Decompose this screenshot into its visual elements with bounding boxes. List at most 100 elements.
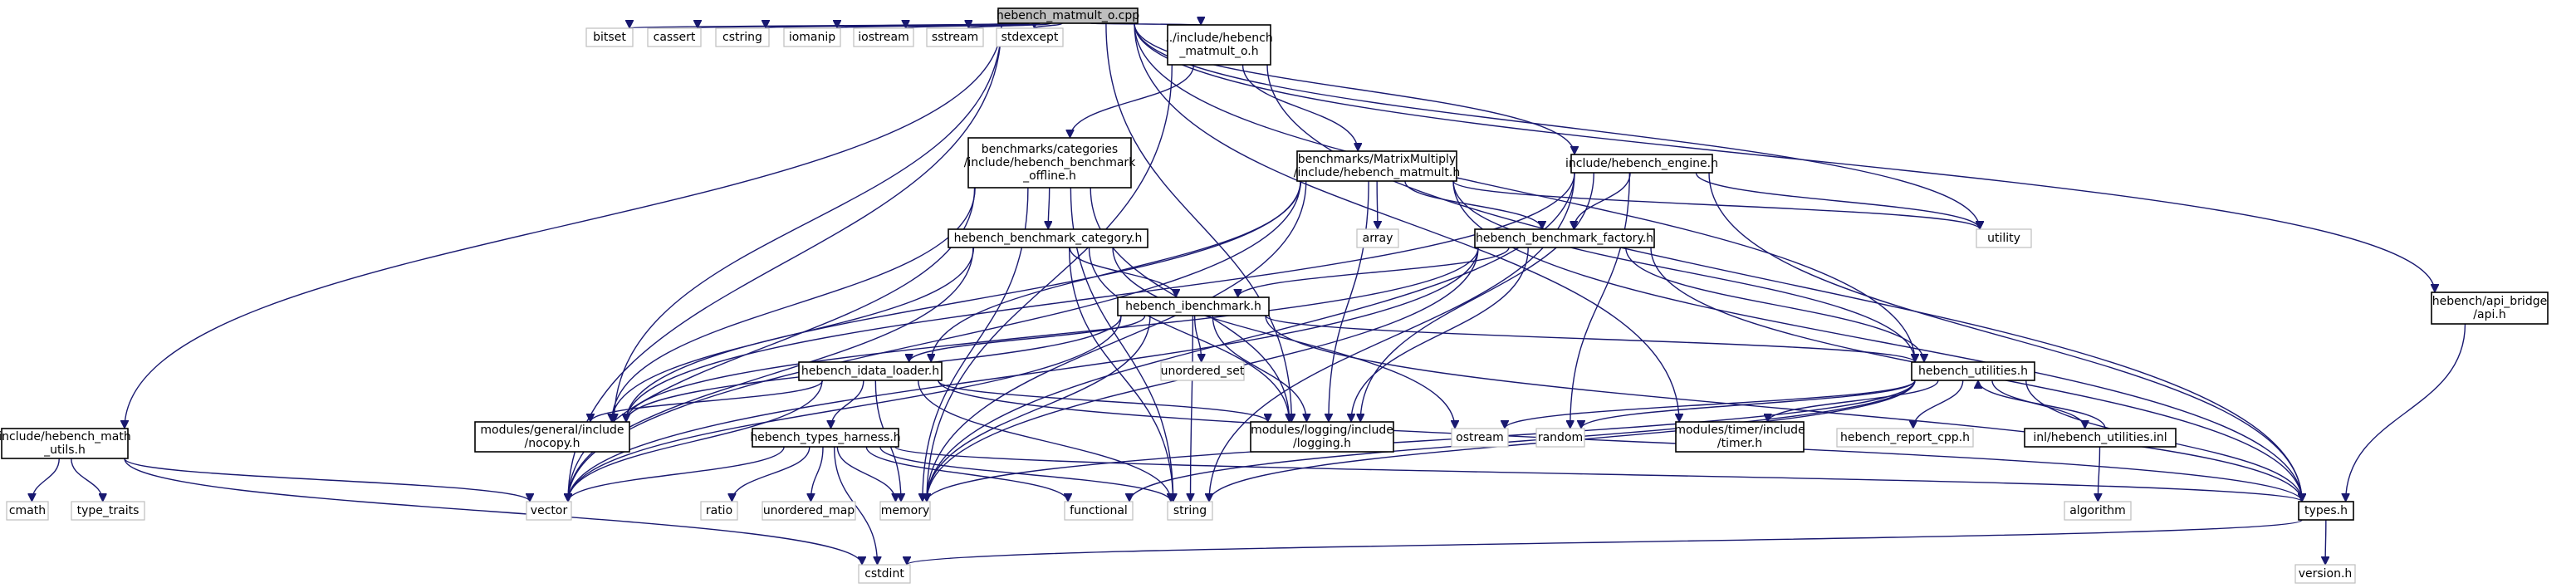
node-label: cstdint xyxy=(864,567,904,581)
edge-line xyxy=(125,22,1002,429)
edge-factory-h-to-ibenchmark-h xyxy=(1238,247,1510,298)
node-ibenchmark-h[interactable]: hebench_ibenchmark.h xyxy=(1117,296,1270,316)
node-label: functional xyxy=(1070,504,1128,517)
edge-root-to-math-utils-h xyxy=(125,22,1002,429)
node-factory-h[interactable]: hebench_benchmark_factory.h xyxy=(1474,228,1655,248)
node-label: /timer.h xyxy=(1717,437,1762,450)
node-box xyxy=(996,27,1064,47)
node-engine-h[interactable]: include/hebench_engine.h xyxy=(1565,154,1718,174)
edge-engine-h-to-logging-h xyxy=(1360,172,1594,422)
node-label: _offline.h xyxy=(1022,169,1076,183)
edge-line xyxy=(1070,64,1195,139)
edge-line xyxy=(1112,247,1455,429)
node-label: ostream xyxy=(1456,431,1504,444)
node-offline-h[interactable]: benchmarks/categories/include/hebench_be… xyxy=(964,137,1137,189)
edge-line xyxy=(1351,247,1529,422)
edge-hebench-utilities-h-to-ostream xyxy=(1505,380,1916,429)
node-box xyxy=(700,501,738,521)
edge-line xyxy=(612,247,975,422)
edge-line xyxy=(879,446,1171,502)
node-box xyxy=(2294,564,2356,584)
edge-matmult-h-to-logging-h xyxy=(1329,180,1369,422)
node-root[interactable]: hebench_matmult_o.cpp xyxy=(997,7,1139,24)
node-vector: vector xyxy=(526,501,572,521)
edge-line xyxy=(568,446,785,502)
node-iomanip: iomanip xyxy=(783,27,841,47)
node-label: vector xyxy=(531,504,568,517)
node-label: hebench_idata_loader.h xyxy=(801,365,939,378)
node-label: /nocopy.h xyxy=(525,437,580,450)
edge-types-h-to-version-h xyxy=(2325,519,2326,565)
edge-idata-loader-h-to-string xyxy=(918,380,1171,502)
node-matmult-o-h[interactable]: ../include/hebench_matmult_o.h xyxy=(1165,24,1273,66)
node-label: utility xyxy=(1987,232,2020,245)
node-box xyxy=(1451,428,1509,448)
edge-line xyxy=(626,172,1575,422)
dependency-edges xyxy=(32,22,2466,566)
edge-matmult-o-h-to-types-h xyxy=(1266,64,2302,502)
node-label: benchmarks/MatrixMultiply xyxy=(1298,153,1456,166)
edge-idata-loader-h-to-vector xyxy=(568,380,823,502)
node-box xyxy=(2064,501,2132,521)
node-label: stdexcept xyxy=(1002,31,1059,44)
edge-line xyxy=(894,446,2302,502)
node-types-h[interactable]: types.h xyxy=(2298,501,2354,521)
edge-engine-h-to-types-h xyxy=(1708,172,2302,502)
node-hebench-utilities-h[interactable]: hebench_utilities.h xyxy=(1911,361,2035,381)
edge-line xyxy=(968,23,1052,29)
edge-ibenchmark-h-to-hebench-utilities-h xyxy=(1265,315,1915,363)
node-matmult-h[interactable]: benchmarks/MatrixMultiply/include/hebenc… xyxy=(1294,150,1461,182)
edge-line xyxy=(909,315,1146,363)
node-utility: utility xyxy=(1976,228,2032,248)
node-label: hebench/api_bridge xyxy=(2432,295,2547,308)
edge-line xyxy=(1581,380,1916,429)
node-box xyxy=(1167,24,1271,66)
node-label: hebench_utilities.h xyxy=(1918,365,2028,378)
node-category-h[interactable]: hebench_benchmark_category.h xyxy=(948,228,1148,248)
node-utilities-inl[interactable]: inl/hebench_utilities.inl xyxy=(2024,428,2177,448)
edge-idata-loader-h-to-types-h xyxy=(938,380,2302,502)
edge-types-harness-h-to-types-h xyxy=(894,446,2302,502)
edge-engine-h-to-factory-h xyxy=(1574,172,1631,230)
node-label: memory xyxy=(881,504,930,517)
node-idata-loader-h[interactable]: hebench_idata_loader.h xyxy=(798,361,943,381)
edge-line xyxy=(615,22,1002,422)
edge-idata-loader-h-to-logging-h xyxy=(937,380,1268,423)
node-box xyxy=(647,27,702,47)
node-timer-h[interactable]: modules/timer/include/timer.h xyxy=(1674,421,1805,453)
node-iostream: iostream xyxy=(853,27,914,47)
node-math-utils-h[interactable]: include/hebench_math_utils.h xyxy=(0,428,131,459)
edge-line xyxy=(1048,187,1049,229)
edge-line xyxy=(1129,380,1916,502)
node-unordered-map: unordered_map xyxy=(762,501,856,521)
node-box xyxy=(1,428,129,459)
edge-line xyxy=(938,380,2302,502)
edge-line xyxy=(732,446,811,502)
node-api-h[interactable]: hebench/api_bridge/api.h xyxy=(2431,292,2549,325)
node-label: modules/general/include xyxy=(480,424,624,437)
edge-line xyxy=(1238,247,1510,298)
edge-line xyxy=(1708,172,2302,502)
node-label: type_traits xyxy=(77,504,140,517)
node-types-harness-h[interactable]: hebench_types_harness.h xyxy=(750,428,901,448)
node-box xyxy=(798,361,943,381)
node-label: cassert xyxy=(654,31,696,44)
edge-line xyxy=(1978,380,2106,429)
node-box xyxy=(926,27,984,47)
edge-matmult-o-h-to-memory xyxy=(927,64,1173,502)
node-label: /include/hebench_benchmark xyxy=(964,156,1137,169)
node-logging-h[interactable]: modules/logging/include/logging.h xyxy=(1250,421,1394,453)
node-label: array xyxy=(1363,232,1393,245)
node-box xyxy=(1675,421,1805,453)
edge-math-utils-h-to-vector xyxy=(124,458,530,502)
edge-category-h-to-string xyxy=(1068,247,1173,502)
node-box xyxy=(1535,428,1585,448)
node-box xyxy=(526,501,572,521)
node-label: inl/hebench_utilities.inl xyxy=(2033,431,2167,444)
node-nocopy-h[interactable]: modules/general/include/nocopy.h xyxy=(474,421,630,453)
node-label: cstring xyxy=(722,31,762,44)
edge-ibenchmark-h-to-vector xyxy=(568,315,1122,502)
node-label: unordered_map xyxy=(763,504,855,517)
edge-line xyxy=(1193,315,1202,362)
